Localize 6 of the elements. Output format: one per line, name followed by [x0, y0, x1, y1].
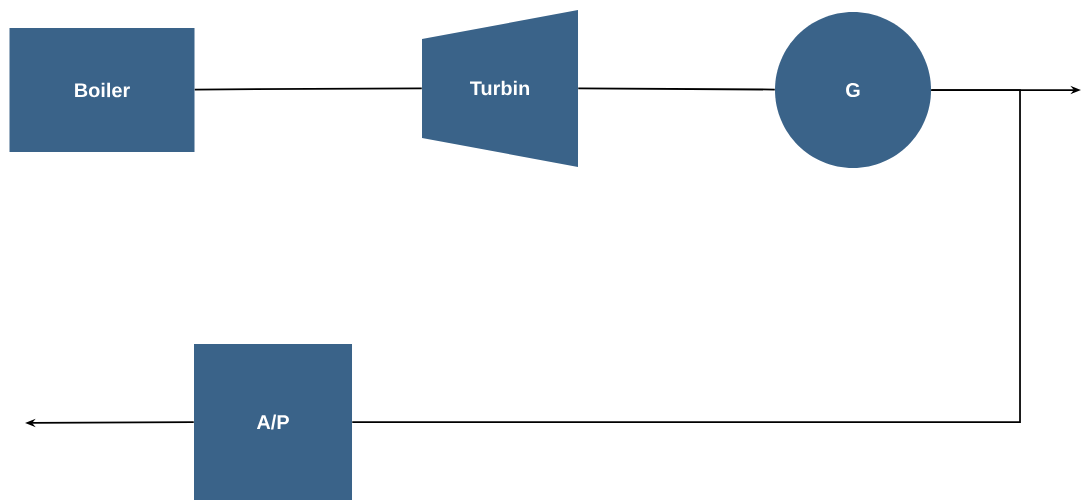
- connector-line: [351, 89, 1021, 423]
- connector-line: [193, 87, 423, 91]
- process-box: A/P: [194, 344, 352, 500]
- connector-line: [577, 87, 776, 91]
- turbine-trapezoid: Turbin: [422, 10, 578, 167]
- process-box: Boiler: [9, 28, 195, 152]
